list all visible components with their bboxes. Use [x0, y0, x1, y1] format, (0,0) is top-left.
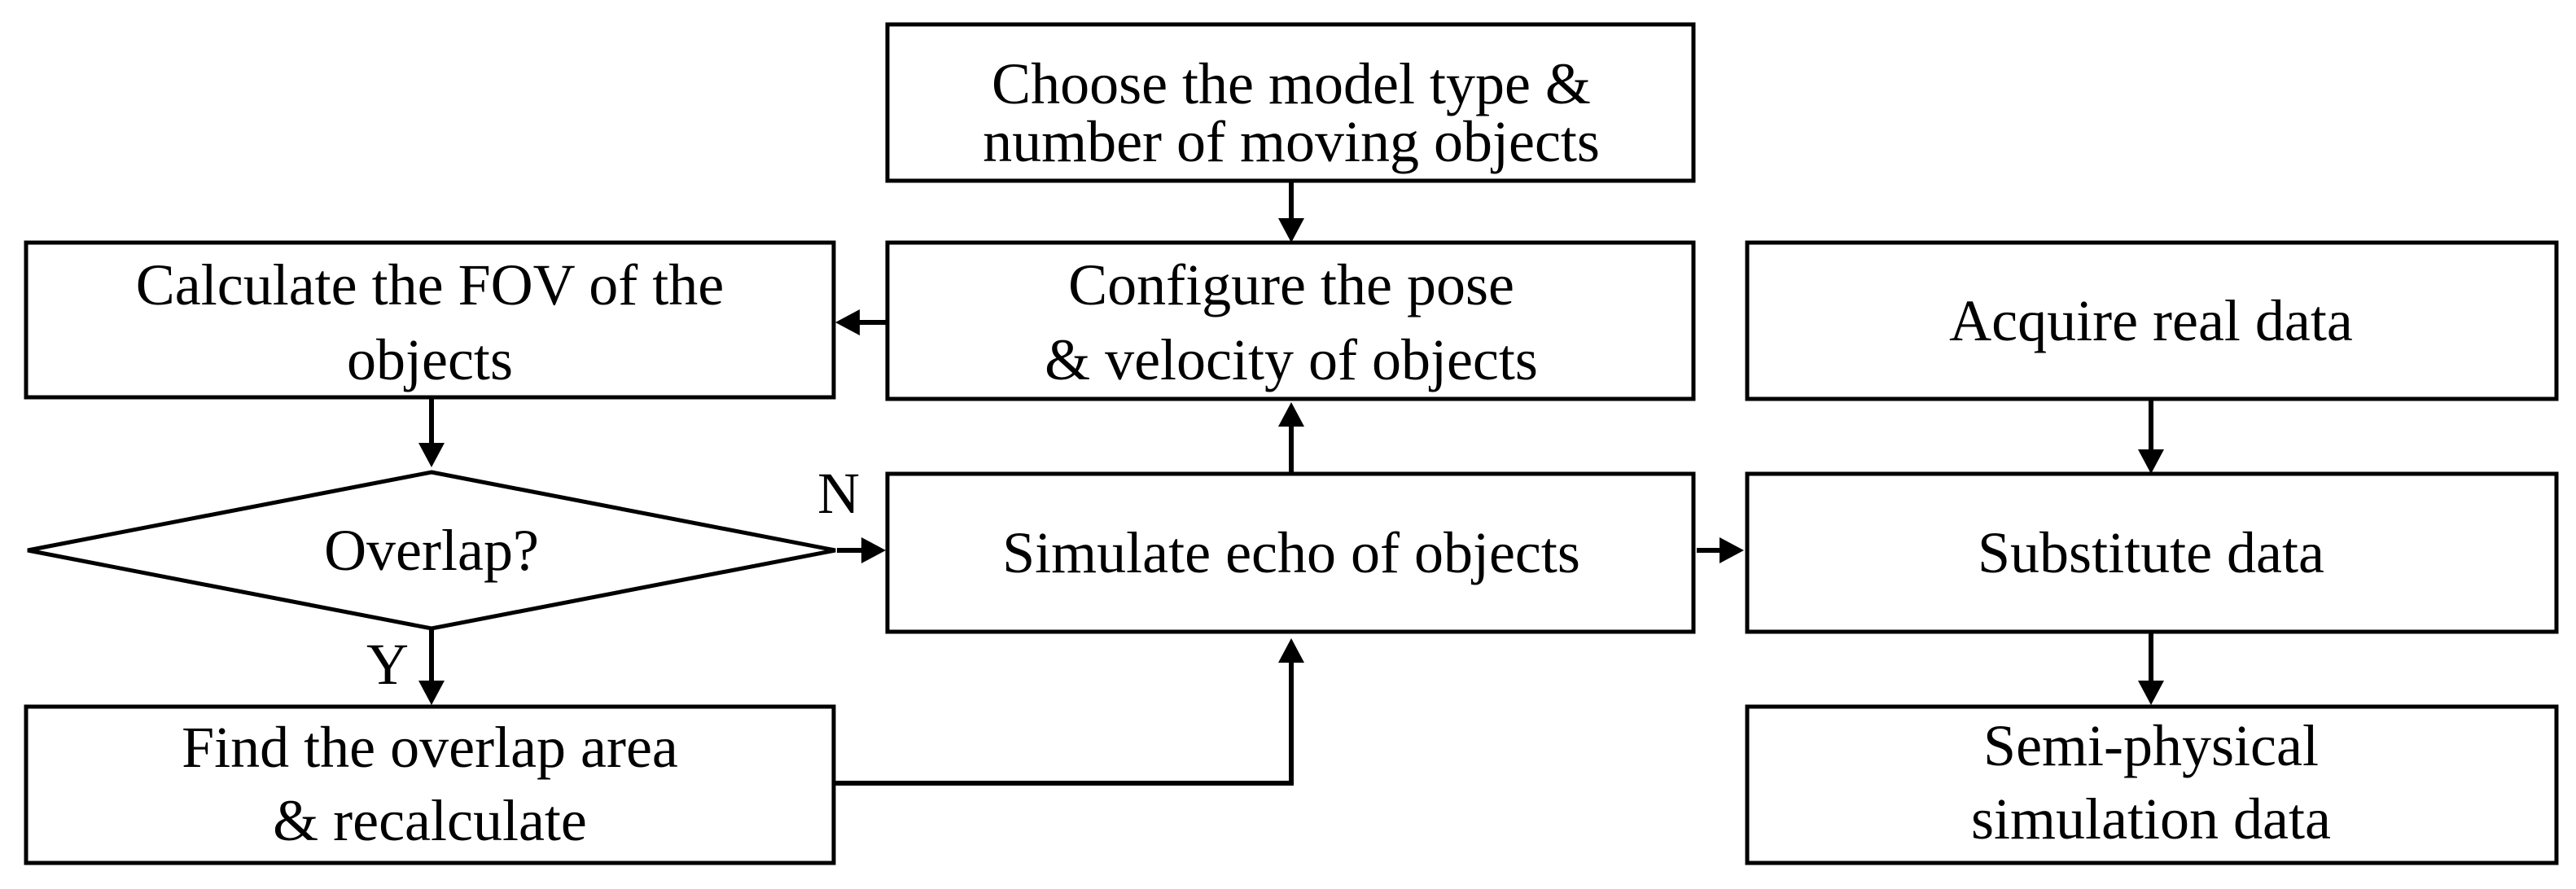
node-substitute-data: Substitute data	[1745, 471, 2559, 634]
node-acquire-real-data-text: Acquire real data	[1949, 288, 2353, 353]
node-semi-physical-box	[1745, 704, 2559, 865]
node-acquire-real-data: Acquire real data	[1745, 240, 2559, 401]
node-overlap-decision: Overlap?	[27, 470, 836, 631]
node-semi-physical-line2: simulation data	[1971, 786, 2331, 852]
node-calculate-fov-line2: objects	[347, 327, 513, 392]
arrowhead-overlap-to-simulate	[861, 537, 886, 563]
arrowhead-choose-to-configure	[1278, 218, 1304, 243]
edge-find-to-simulate	[835, 663, 1294, 786]
node-calculate-fov-box	[24, 240, 836, 400]
node-calculate-fov: Calculate the FOV of the objects	[24, 240, 836, 400]
node-simulate-echo: Simulate echo of objects	[885, 471, 1696, 634]
node-calculate-fov-line1: Calculate the FOV of the	[136, 252, 725, 318]
node-find-overlap: Find the overlap area & recalculate	[24, 704, 836, 865]
edge-label-no: N	[817, 461, 860, 526]
node-configure-pose-box	[885, 240, 1696, 401]
arrowhead-simulate-to-configure	[1278, 402, 1304, 427]
node-choose-model: Choose the model type & number of moving…	[885, 22, 1696, 183]
node-acquire-real-data-box	[1745, 240, 2559, 401]
node-substitute-data-box	[1745, 471, 2559, 634]
edge-label-yes: Y	[366, 632, 409, 697]
arrowhead-find-to-simulate	[1278, 638, 1304, 663]
node-semi-physical-line1: Semi-physical	[1983, 713, 2319, 778]
node-configure-pose-line1: Configure the pose	[1068, 252, 1514, 318]
node-overlap-decision-text: Overlap?	[324, 518, 539, 583]
arrowhead-substitute-to-semiphysical	[2138, 681, 2164, 705]
node-choose-model-line1: Choose the model type &	[992, 51, 1591, 116]
arrowhead-simulate-to-substitute	[1720, 537, 1744, 563]
arrowhead-fov-to-overlap	[418, 443, 445, 467]
arrowhead-overlap-to-find	[418, 681, 445, 705]
edges	[418, 181, 2164, 786]
node-configure-pose: Configure the pose & velocity of objects	[885, 240, 1696, 401]
node-simulate-echo-text: Simulate echo of objects	[1002, 520, 1580, 585]
node-overlap-decision-diamond	[27, 470, 836, 631]
node-choose-model-line2: number of moving objects	[983, 109, 1600, 174]
node-configure-pose-line2: & velocity of objects	[1045, 327, 1538, 392]
arrowhead-acquire-to-substitute	[2138, 449, 2164, 474]
node-find-overlap-line2: & recalculate	[273, 788, 587, 853]
arrowhead-configure-to-fov	[835, 309, 860, 335]
node-choose-model-box	[885, 22, 1696, 183]
node-semi-physical: Semi-physical simulation data	[1745, 704, 2559, 865]
node-find-overlap-box	[24, 704, 836, 865]
node-simulate-echo-box	[885, 471, 1696, 634]
node-substitute-data-text: Substitute data	[1978, 520, 2324, 585]
node-find-overlap-line1: Find the overlap area	[182, 715, 678, 780]
